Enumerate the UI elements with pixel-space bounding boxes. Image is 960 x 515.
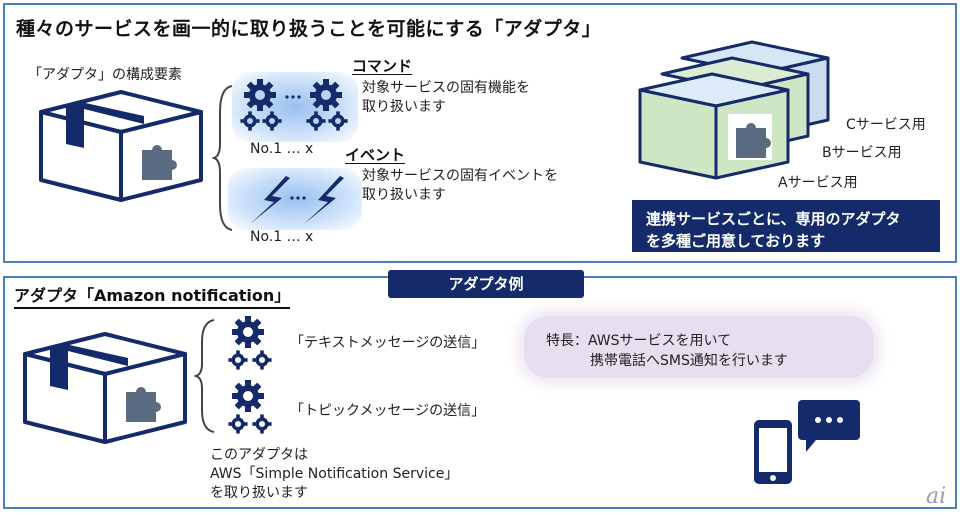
components-label: 「アダプタ」の構成要素 (28, 67, 182, 83)
command-topic-message: 「トピックメッセージの送信」 (290, 403, 486, 419)
command-desc-line1: 対象サービスの固有機能を (362, 80, 530, 96)
adapter-c-label: Cサービス用 (846, 117, 926, 133)
adapter-box-icon (39, 90, 203, 202)
feature-line1: 特長：AWSサービスを用いて (546, 333, 732, 349)
adapter-b-label: Bサービス用 (822, 145, 902, 161)
top-title: 種々のサービスを画一的に取り扱うことを可能にする「アダプタ」 (16, 18, 602, 40)
feature-highlight (524, 316, 874, 378)
gears-icon (228, 380, 272, 434)
watermark: ai (926, 484, 947, 509)
event-range: No.1 … x (250, 229, 314, 245)
gears-icon (228, 316, 272, 370)
puzzle-icon (142, 145, 178, 180)
adapter-variety-note: 連携サービスごとに、専用のアダプタ を多種ご用意しております (632, 200, 940, 252)
event-heading: イベント (345, 146, 406, 164)
command-range: No.1 … x (250, 141, 314, 157)
handles-line2: AWS「Simple Notification Service」 (210, 466, 459, 482)
bottom-title: アダプタ「Amazon notification」 (14, 282, 291, 309)
puzzle-icon (126, 387, 162, 422)
brace-icon (212, 85, 233, 231)
lightning-icon (250, 176, 344, 224)
brace-icon (194, 319, 215, 433)
event-desc-line2: 取り扱います (362, 187, 446, 203)
handles-line3: を取り扱います (210, 485, 308, 501)
command-text-message: 「テキストメッセージの送信」 (290, 335, 486, 351)
example-tag: アダプタ例 (388, 270, 584, 298)
puzzle-icon (736, 123, 772, 158)
command-heading: コマンド (352, 57, 413, 75)
adapter-box-icon (23, 332, 187, 444)
note-line2: を多種ご用意しております (646, 232, 826, 250)
command-desc-line2: 取り扱います (362, 99, 446, 115)
gears-icon (240, 79, 348, 131)
adapter-stack-icon (638, 40, 830, 180)
feature-line2: 携帯電話へSMS通知を行います (590, 353, 788, 369)
event-desc-line1: 対象サービスの固有イベントを (362, 168, 558, 184)
adapter-a-label: Aサービス用 (778, 175, 858, 191)
smartphone-icon (754, 420, 792, 484)
handles-line1: このアダプタは (210, 447, 308, 463)
chat-bubble-icon (798, 400, 860, 452)
note-line1: 連携サービスごとに、専用のアダプタ (646, 210, 901, 228)
